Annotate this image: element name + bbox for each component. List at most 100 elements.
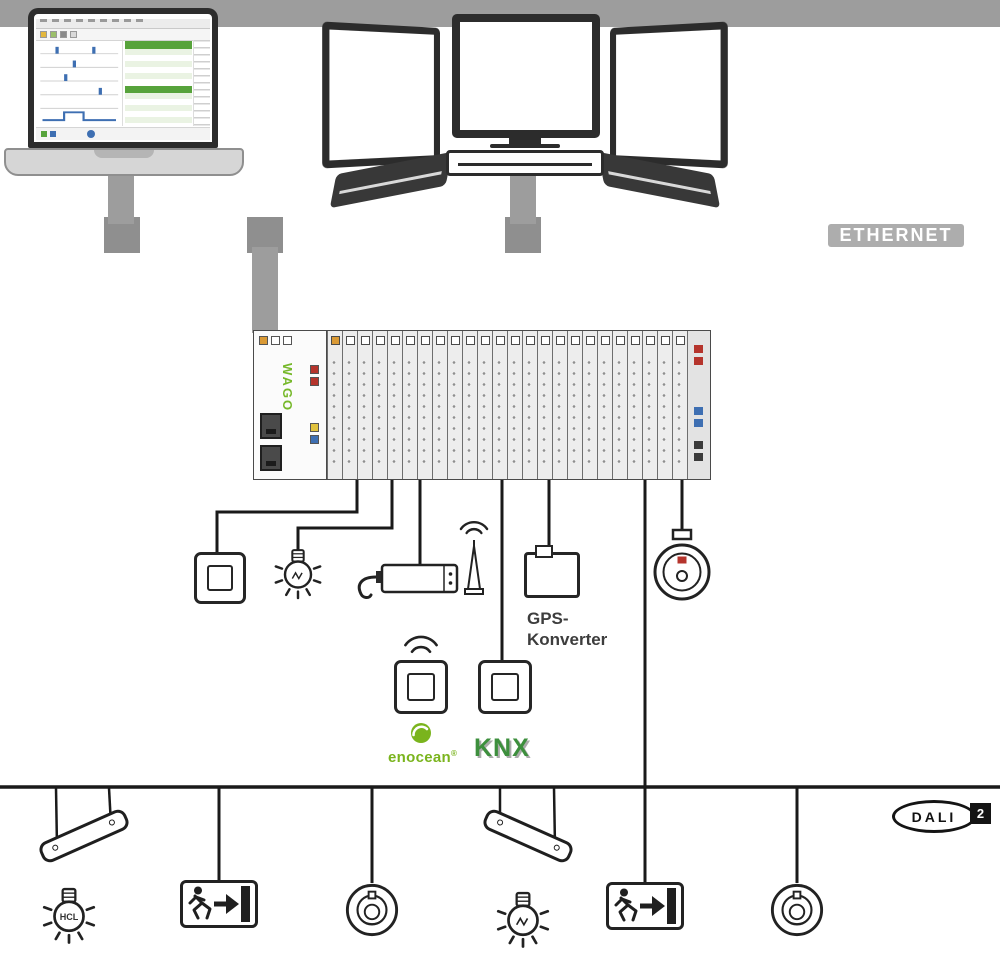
io-module <box>672 331 687 479</box>
dali-logo: DALI 2 <box>892 797 996 835</box>
module-terminals <box>345 357 355 469</box>
module-connector <box>465 336 475 345</box>
laptop-base <box>4 148 244 176</box>
io-module <box>462 331 477 479</box>
gps-label-line1: GPS- <box>527 609 569 628</box>
exit-sign-graphic <box>614 888 676 924</box>
module-terminals <box>585 357 595 469</box>
mini-chart <box>40 46 119 122</box>
module-connector <box>525 336 535 345</box>
module-connector <box>375 336 385 345</box>
end-plate-marker <box>694 453 703 461</box>
mini-statusbar <box>36 127 210 140</box>
module-terminals <box>495 357 505 469</box>
exit-door-icon <box>241 886 250 922</box>
monitor-center <box>452 14 600 138</box>
ethernet-drop-controller <box>252 247 278 333</box>
module-terminals <box>420 357 430 469</box>
mini-blue-indicator <box>87 130 95 138</box>
module-terminals <box>615 357 625 469</box>
wireless-waves-icon <box>404 635 438 653</box>
io-module <box>492 331 507 479</box>
light-bulb-icon <box>496 891 550 948</box>
module-terminals <box>510 357 520 469</box>
mini-table-rows <box>125 49 192 83</box>
module-terminals <box>480 357 490 469</box>
running-man-icon <box>614 888 638 922</box>
presence-detector-icon <box>653 528 711 601</box>
pendant-mount-dot <box>496 818 505 827</box>
mini-chart-panel <box>36 40 124 126</box>
wire-to-wall-switch <box>215 480 359 552</box>
monitor-right <box>610 21 728 169</box>
knx-logo: KNX <box>474 734 530 762</box>
module-connector <box>660 336 670 345</box>
io-module <box>627 331 642 479</box>
enocean-wordmark: enocean® <box>388 749 457 766</box>
io-module <box>342 331 357 479</box>
monitor-stand-base <box>490 144 560 148</box>
mini-table-header <box>125 41 192 49</box>
ethernet-drop-monitors <box>510 170 536 224</box>
exit-sign-icon <box>180 880 258 928</box>
module-terminals <box>630 357 640 469</box>
hcl-label: HCL <box>60 912 79 922</box>
gps-converter-icon <box>524 545 580 598</box>
module-connector <box>495 336 505 345</box>
mini-menubar <box>36 19 210 29</box>
ethernet-port-2 <box>260 445 282 471</box>
radio-sensor-icon <box>357 520 489 599</box>
antenna-icon <box>464 540 484 595</box>
module-terminals <box>375 357 385 469</box>
module-terminals <box>570 357 580 469</box>
io-module <box>477 331 492 479</box>
wall-switch-icon <box>194 552 246 604</box>
plc-led <box>310 377 319 386</box>
plc-controller: WAGO <box>253 330 711 480</box>
module-connector <box>510 336 520 345</box>
plc-led <box>259 336 268 345</box>
module-connector <box>360 336 370 345</box>
hcl-bulb-icon: HCL <box>42 887 96 944</box>
io-module <box>417 331 432 479</box>
switch-rocker <box>407 673 435 701</box>
plc-led <box>310 423 319 432</box>
io-module <box>327 331 342 479</box>
module-connector <box>585 336 595 345</box>
module-connector <box>405 336 415 345</box>
ethernet-label: ETHERNET <box>839 225 953 245</box>
switch-rocker <box>207 565 233 591</box>
dali-wordmark: DALI <box>911 808 957 825</box>
pendant-mount-dot <box>107 818 116 827</box>
ethernet-label-box: ETHERNET <box>828 224 964 247</box>
module-connector <box>675 336 685 345</box>
module-terminals <box>555 357 565 469</box>
io-module <box>567 331 582 479</box>
module-terminals <box>405 357 415 469</box>
end-plate-marker <box>694 345 703 353</box>
keyboard-key-row <box>458 162 592 166</box>
mini-tool-icon <box>70 31 77 38</box>
light-bulb-icon <box>274 549 322 600</box>
module-terminals <box>450 357 460 469</box>
keyboard-center <box>446 150 604 176</box>
pendant-mount-dot <box>51 843 60 852</box>
wago-brand-label: WAGO <box>280 363 295 413</box>
dali-version-badge: 2 <box>970 803 991 824</box>
mini-status-chip <box>41 131 47 137</box>
module-terminals <box>660 357 670 469</box>
mini-body <box>36 40 194 126</box>
io-module <box>387 331 402 479</box>
port-slot <box>266 461 276 466</box>
monitor-stand <box>509 136 541 145</box>
exit-door-icon <box>667 888 676 924</box>
io-module <box>522 331 537 479</box>
io-module <box>552 331 567 479</box>
io-module <box>507 331 522 479</box>
module-terminals <box>435 357 445 469</box>
gps-antenna-stub <box>535 545 553 558</box>
io-module <box>357 331 372 479</box>
module-connector <box>555 336 565 345</box>
